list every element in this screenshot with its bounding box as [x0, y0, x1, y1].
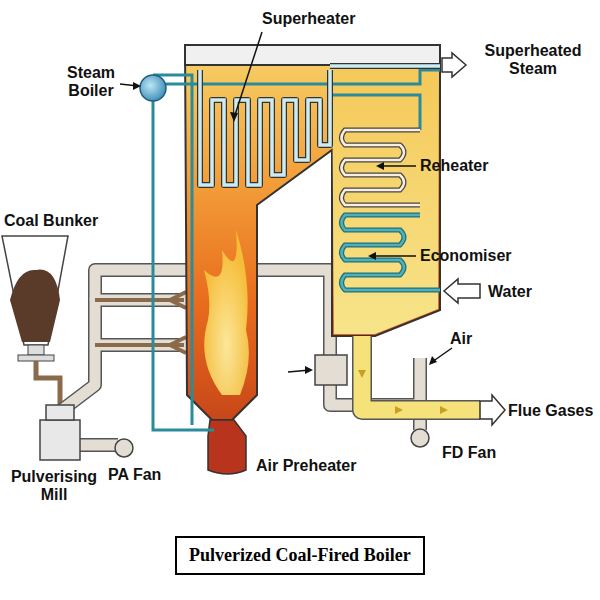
- caption-box: Pulverized Coal-Fired Boiler: [175, 536, 425, 575]
- economiser-label: Economiser: [420, 247, 512, 265]
- reheater-label: Reheater: [420, 157, 488, 175]
- mill-label: Pulverising Mill: [2, 468, 106, 503]
- preheater-label: Air Preheater: [256, 457, 357, 475]
- water-label: Water: [488, 283, 532, 301]
- steam-outlet-label: Superheated Steam: [470, 42, 596, 77]
- fan-label: PA Fan: [108, 466, 161, 484]
- bunker-label: Coal Bunker: [4, 212, 98, 230]
- air-label: Air: [450, 330, 472, 348]
- flue-gas-label: Flue Gases: [508, 402, 593, 420]
- fan-label: FD Fan: [442, 444, 496, 462]
- drum-label: Steam Boiler: [60, 64, 122, 99]
- superheater-label: Superheater: [262, 10, 355, 28]
